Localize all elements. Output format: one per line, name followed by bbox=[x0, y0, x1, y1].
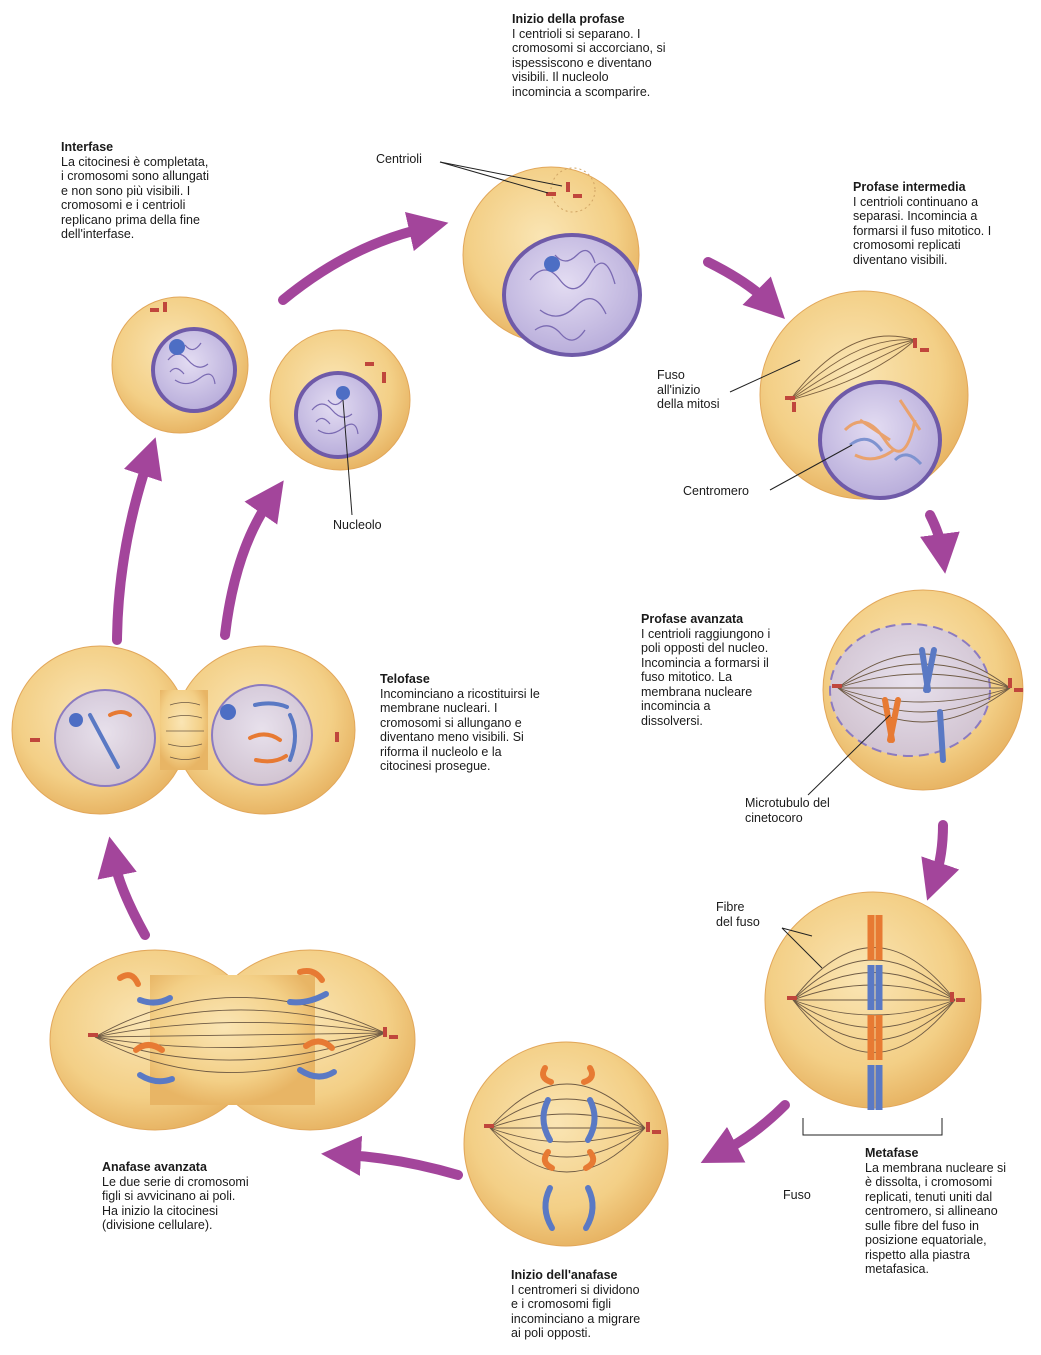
label-nucleolo: Nucleolo bbox=[333, 518, 382, 533]
stage-title: Inizio della profase bbox=[512, 12, 732, 27]
arrow-telofase-to-interfase-left bbox=[117, 460, 148, 640]
stage-description: La membrana nucleare si è dissolta, i cr… bbox=[865, 1161, 1041, 1277]
stage-profase-avanzata: Profase avanzata I centrioli raggiungono… bbox=[641, 612, 811, 728]
nucleolus bbox=[544, 256, 560, 272]
stage-title: Inizio dell'anafase bbox=[511, 1268, 711, 1283]
stage-description: Le due serie di cromosomi figli si avvic… bbox=[102, 1175, 302, 1233]
stage-inizio-profase: Inizio della profase I centrioli si sepa… bbox=[512, 12, 732, 99]
nucleolus-right bbox=[220, 704, 236, 720]
stage-telofase: Telofase Incominciano a ricostituirsi le… bbox=[380, 672, 590, 774]
stage-title: Interfase bbox=[61, 140, 271, 155]
label-centrioli: Centrioli bbox=[376, 152, 422, 167]
label-centromero: Centromero bbox=[683, 484, 749, 499]
stage-description: I centromeri si dividono e i cromosomi f… bbox=[511, 1283, 711, 1341]
stage-profase-intermedia: Profase intermedia I centrioli continuan… bbox=[853, 180, 1038, 267]
arrow-metafase-to-anafase bbox=[722, 1105, 785, 1152]
arrow-telofase-to-interfase-right bbox=[225, 500, 270, 635]
arrow-avanzata-to-metafase bbox=[935, 825, 943, 878]
arrow-profase-to-intermedia bbox=[708, 262, 768, 302]
arrow-interfase-to-profase bbox=[283, 228, 425, 300]
stage-inizio-anafase: Inizio dell'anafase I centromeri si divi… bbox=[511, 1268, 711, 1341]
stage-title: Anafase avanzata bbox=[102, 1160, 302, 1175]
stage-description: I centrioli continuano a separasi. Incom… bbox=[853, 195, 1038, 268]
cell-inizio-profase bbox=[440, 162, 640, 355]
cell-profase-avanzata bbox=[808, 590, 1023, 795]
nucleolus-left bbox=[69, 713, 83, 727]
nucleolus bbox=[169, 339, 185, 355]
stage-description: La citocinesi è completata, i cromosomi … bbox=[61, 155, 271, 242]
stage-description: I centrioli si separano. I cromosomi si … bbox=[512, 27, 732, 100]
arrow-intermedia-to-avanzata bbox=[930, 515, 942, 550]
stage-description: I centrioli raggiungono i poli opposti d… bbox=[641, 627, 811, 729]
stage-interfase: Interfase La citocinesi è completata, i … bbox=[61, 140, 271, 242]
label-microtubulo: Microtubulo del cinetocoro bbox=[745, 796, 830, 825]
cell-profase-intermedia bbox=[730, 291, 968, 499]
cell-inizio-anafase bbox=[464, 1042, 668, 1246]
stage-title: Telofase bbox=[380, 672, 590, 687]
stage-title: Profase intermedia bbox=[853, 180, 1038, 195]
nucleolus bbox=[336, 386, 350, 400]
label-fuso: Fuso bbox=[783, 1188, 811, 1203]
stage-title: Metafase bbox=[865, 1146, 1041, 1161]
cell-telofase bbox=[12, 646, 355, 814]
cell-interfase-1 bbox=[112, 297, 248, 433]
stage-metafase: Metafase La membrana nucleare si è disso… bbox=[865, 1146, 1041, 1277]
arrow-anafase-avanzata-to-telofase bbox=[114, 860, 145, 935]
stage-anafase-avanzata: Anafase avanzata Le due serie di cromoso… bbox=[102, 1160, 302, 1233]
cell-interfase-2 bbox=[270, 330, 410, 515]
stage-description: Incominciano a ricostituirsi le membrane… bbox=[380, 687, 590, 774]
label-fibre-fuso: Fibre del fuso bbox=[716, 900, 760, 929]
cell-anafase-avanzata bbox=[50, 950, 415, 1130]
arrow-anafase-to-anafase-avanzata bbox=[345, 1155, 458, 1175]
stage-title: Profase avanzata bbox=[641, 612, 811, 627]
label-fuso-inizio: Fuso all'inizio della mitosi bbox=[657, 368, 720, 412]
cell-metafase bbox=[765, 892, 981, 1135]
